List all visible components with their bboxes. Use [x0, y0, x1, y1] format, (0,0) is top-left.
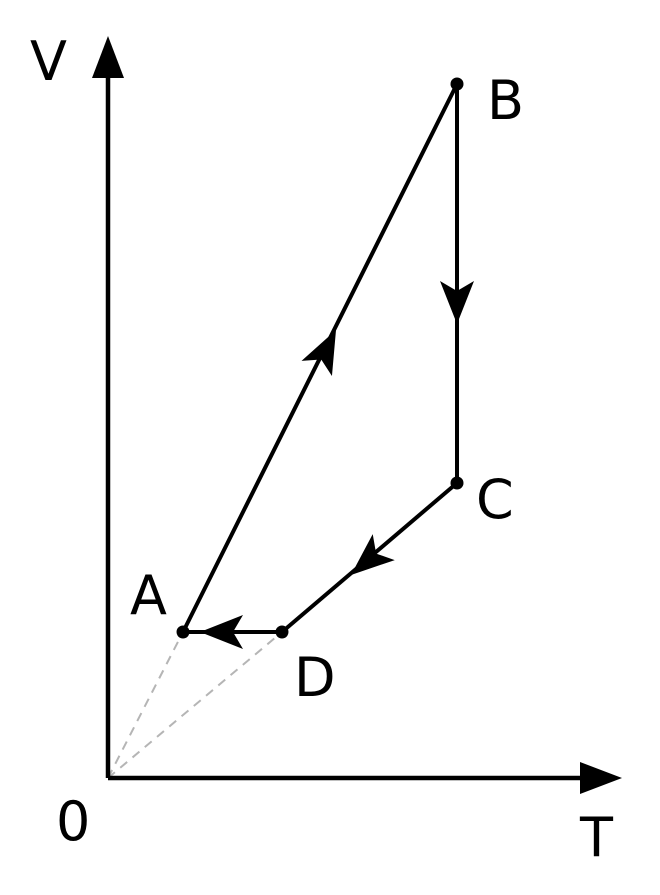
arrow-b-to-c	[440, 281, 474, 324]
point-d-label: D	[294, 646, 336, 709]
t-axis-label: T	[579, 806, 614, 869]
arrow-d-to-a	[200, 615, 243, 649]
origin-label: 0	[56, 790, 90, 853]
point-d-dot	[275, 625, 289, 639]
v-axis-arrowhead	[92, 36, 124, 78]
guide-line-origin-a	[107, 631, 184, 779]
v-axis-label: V	[30, 30, 67, 93]
guide-line-origin-d	[107, 631, 283, 779]
point-c-dot	[450, 476, 464, 490]
arrow-a-to-b	[301, 330, 336, 377]
point-a-label: A	[130, 564, 167, 627]
arrow-c-to-d	[351, 534, 395, 575]
t-axis-arrowhead	[580, 762, 622, 794]
point-a-dot	[176, 625, 190, 639]
point-b-label: B	[487, 69, 524, 132]
point-c-label: C	[476, 468, 514, 531]
point-b-dot	[450, 77, 464, 91]
